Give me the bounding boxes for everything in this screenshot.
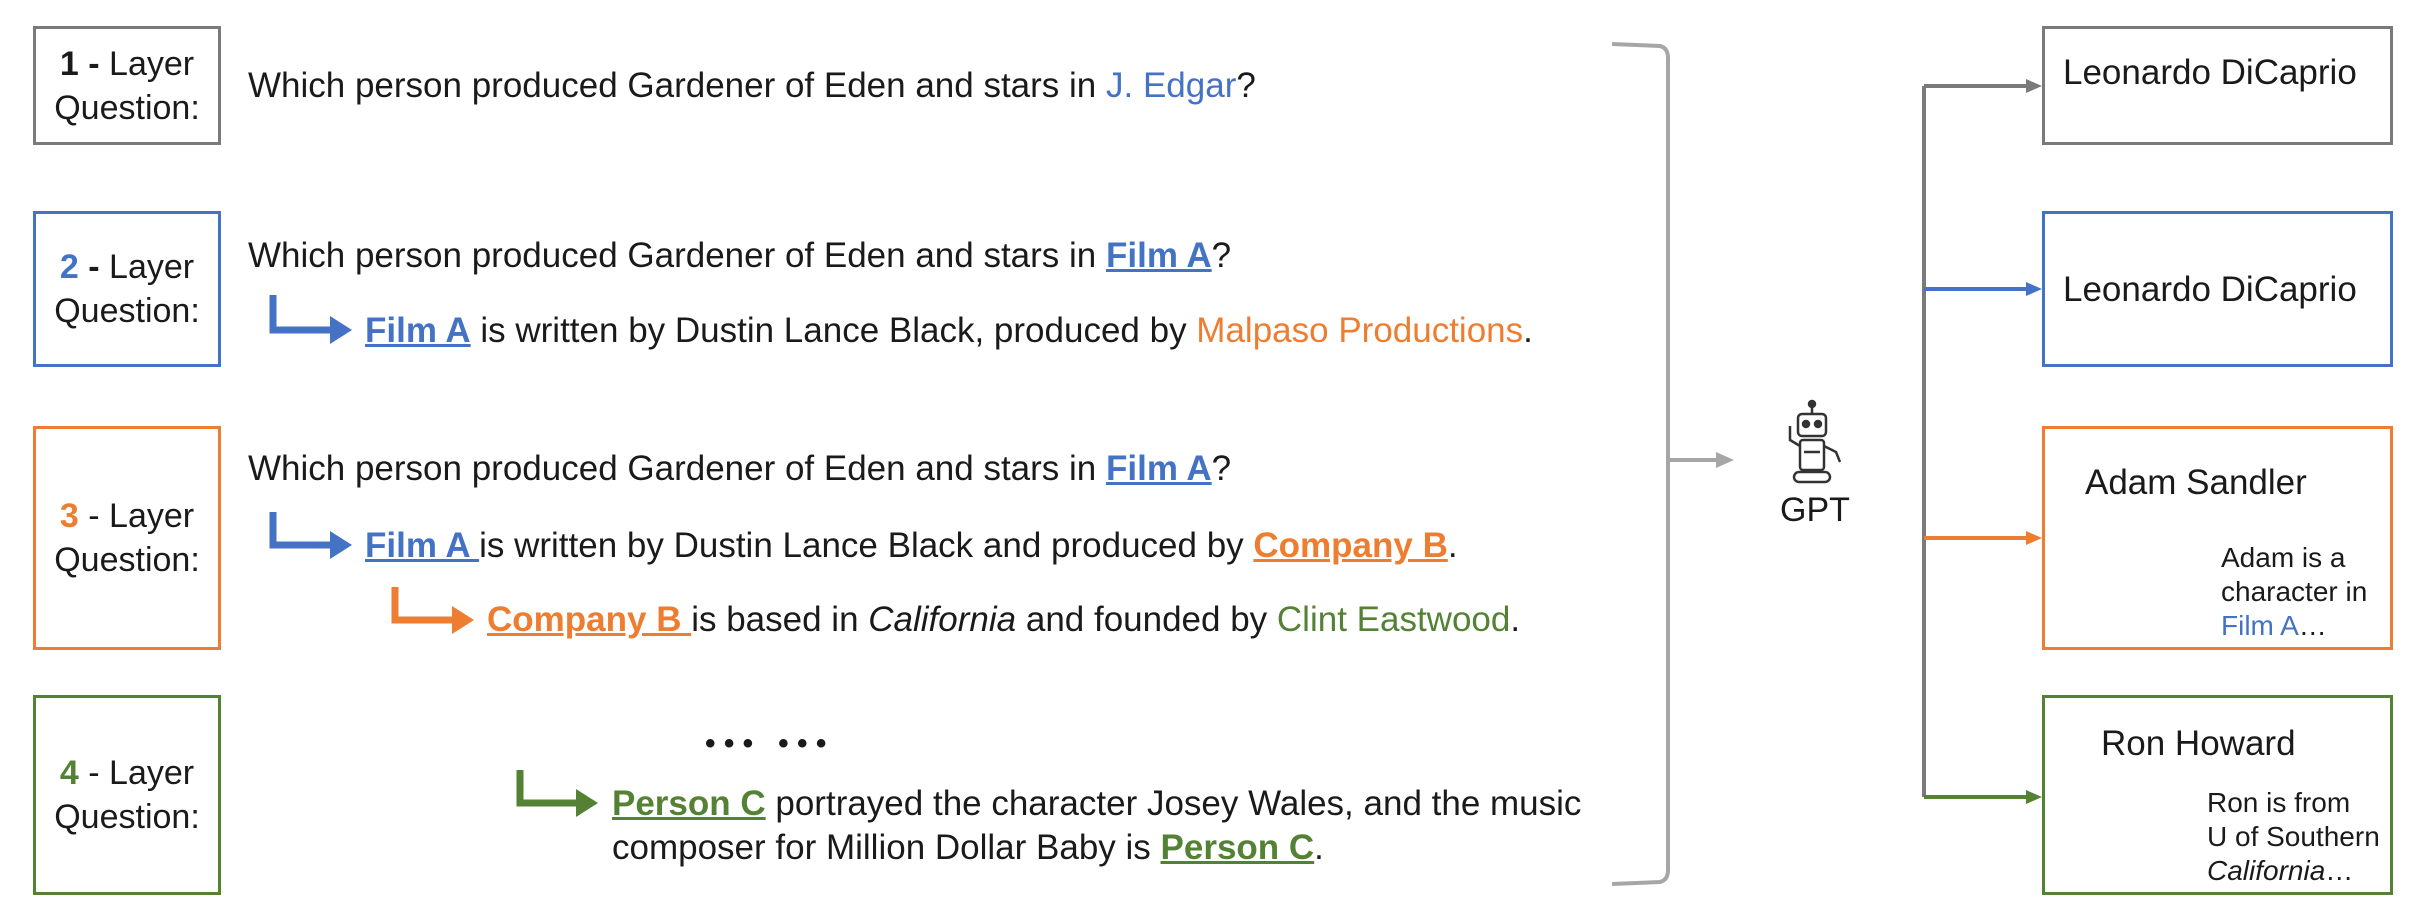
layer2-sub-arrow (269, 295, 335, 334)
layer-dash: - (88, 497, 100, 535)
answer-note: Ron is from U of Southern California… (2207, 786, 2380, 888)
question-entity: Film A (1106, 236, 1212, 275)
note-ellipsis: … (2325, 855, 2354, 886)
sub-punct: . (1510, 600, 1521, 639)
sub-text: and founded by (1016, 600, 1277, 639)
sub-text: is based in (691, 600, 869, 639)
question-text: Which person produced Gardener of Eden a… (248, 236, 1106, 275)
layer-question-label: Question: (54, 541, 200, 579)
layer-word: Layer (109, 754, 195, 792)
layer3-sub-arrow-2 (391, 587, 457, 624)
sub-person: Clint Eastwood (1276, 600, 1511, 639)
sub-org: Company B (1253, 526, 1448, 565)
sub-entity: Person C (612, 784, 766, 823)
layer2-label-box: 2 - Layer Question: (33, 211, 221, 367)
layer4-subquestion-line1: Person C portrayed the character Josey W… (612, 782, 1581, 826)
sub-entity: Person C (1160, 828, 1315, 867)
layer3-sub-arrowhead-2 (452, 606, 474, 634)
layer2-sub-arrowhead (330, 316, 352, 344)
layer4-ellipsis: • • • • • • (705, 727, 827, 760)
question-text: Which person produced Gardener of Eden a… (248, 66, 1106, 105)
layer4-label-box: 4 - Layer Question: (33, 695, 221, 895)
layer-dash: - (88, 754, 100, 792)
note-line: U of Southern (2207, 821, 2380, 852)
output-fan (1922, 84, 2030, 799)
note-line: Adam is a (2221, 542, 2346, 573)
layer-number: 3 (59, 497, 79, 535)
answer-text: Adam Sandler (2085, 463, 2307, 502)
sub-place: California (868, 600, 1017, 639)
answer-text: Ron Howard (2101, 724, 2296, 763)
layer-word: Layer (109, 497, 195, 535)
layer3-label-box: 3 - Layer Question: (33, 426, 221, 650)
layer2-subquestion: Film A is written by Dustin Lance Black,… (365, 309, 1533, 353)
output-arrowhead-3 (2026, 531, 2042, 545)
output-arrowhead-1 (2026, 79, 2042, 93)
model-label: GPT (1780, 491, 1850, 529)
note-line: character in (2221, 576, 2368, 607)
answer-box-2: Leonardo DiCaprio (2042, 211, 2393, 367)
note-ellipsis: … (2298, 610, 2327, 641)
sub-punct: . (1314, 828, 1324, 867)
layer4-subquestion-line2: composer for Million Dollar Baby is Pers… (612, 826, 1324, 870)
note-entity: Film A (2221, 610, 2299, 641)
sub-entity: Film A (365, 311, 471, 350)
sub-punct: . (1523, 311, 1533, 350)
output-arrowhead-2 (2026, 282, 2042, 296)
answer-text: Leonardo DiCaprio (2063, 270, 2357, 309)
layer-number: 2 (59, 248, 79, 286)
note-place: California (2207, 855, 2326, 886)
answer-box-3: Adam Sandler Adam is a character in Film… (2042, 426, 2393, 650)
sub-entity: Company B (487, 600, 692, 639)
answer-box-4: Ron Howard Ron is from U of Southern Cal… (2042, 695, 2393, 895)
layer-question-label: Question: (54, 798, 200, 836)
output-arrowhead-4 (2026, 790, 2042, 804)
sub-text: composer for Million Dollar Baby is (612, 828, 1161, 867)
layer1-label-box: 1 - Layer Question: (33, 26, 221, 145)
sub-entity: Film A (365, 526, 480, 565)
answer-text: Leonardo DiCaprio (2063, 53, 2357, 92)
sub-punct: . (1447, 526, 1458, 565)
question-punct: ? (1211, 449, 1232, 488)
layer-word: Layer (109, 44, 195, 83)
layer3-subquestion-1: Film A is written by Dustin Lance Black … (365, 524, 1458, 568)
layer4-sub-arrowhead (576, 789, 598, 817)
question-punct: ? (1236, 66, 1256, 105)
answer-note: Adam is a character in Film A… (2221, 541, 2367, 643)
layer1-question: Which person produced Gardener of Eden a… (248, 64, 1256, 108)
sub-text: is written by Dustin Lance Black, produc… (470, 311, 1197, 350)
bracket-to-model-arrowhead (1716, 452, 1734, 468)
layer-number: 1 (59, 44, 79, 83)
answer-box-1: Leonardo DiCaprio (2042, 26, 2393, 145)
layer3-sub-arrowhead-1 (330, 531, 352, 559)
layer3-question: Which person produced Gardener of Eden a… (248, 447, 1231, 491)
layer-dash: - (88, 248, 100, 286)
layer-question-label: Question: (54, 292, 200, 330)
robot-icon (1788, 399, 1842, 484)
sub-text: is written by Dustin Lance Black and pro… (479, 526, 1254, 565)
note-line: Ron is from (2207, 787, 2351, 818)
input-bracket (1611, 42, 1670, 886)
question-punct: ? (1211, 236, 1232, 275)
layer4-sub-arrow (516, 770, 580, 807)
layer-question-label: Question: (54, 88, 200, 127)
question-entity: J. Edgar (1106, 66, 1237, 105)
layer-word: Layer (109, 248, 195, 286)
layer3-subquestion-2: Company B is based in California and fou… (487, 598, 1520, 642)
question-entity: Film A (1106, 449, 1212, 488)
question-text: Which person produced Gardener of Eden a… (248, 449, 1106, 488)
layer-dash: - (88, 44, 100, 83)
layer-number: 4 (59, 754, 79, 792)
sub-org: Malpaso Productions (1196, 311, 1524, 350)
layer3-sub-arrow-1 (269, 512, 335, 549)
layer2-question: Which person produced Gardener of Eden a… (248, 234, 1231, 278)
sub-text: portrayed the character Josey Wales, and… (765, 784, 1582, 823)
